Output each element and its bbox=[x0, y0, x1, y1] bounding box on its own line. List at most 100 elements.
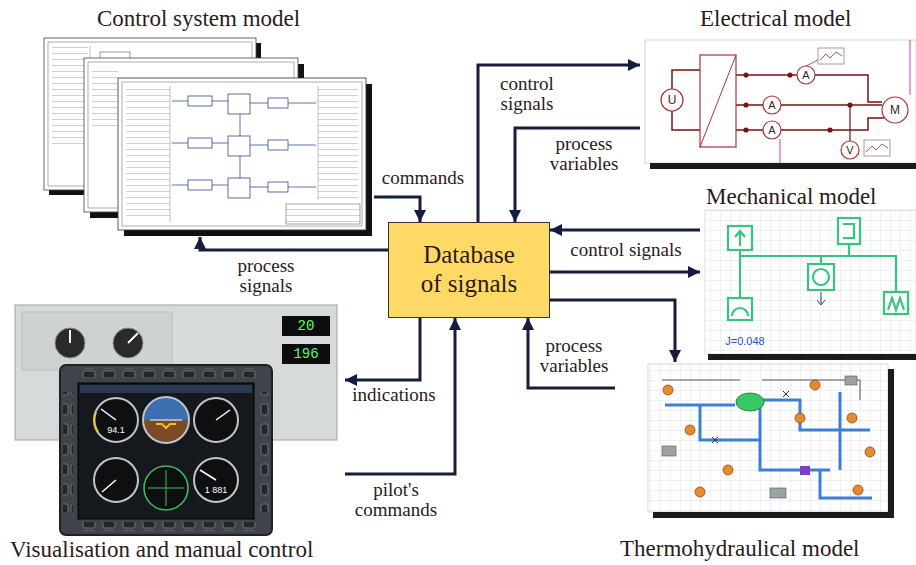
thermohydraulic-scheme bbox=[770, 488, 786, 498]
cockpit-panels bbox=[128, 333, 138, 343]
model-heading: Electrical model bbox=[700, 6, 851, 32]
signal-arrow bbox=[374, 197, 420, 222]
electrical-schematic bbox=[763, 96, 781, 114]
cockpit-panels bbox=[144, 466, 188, 510]
model-panel: Electrical model bbox=[640, 6, 916, 170]
signal-label: process signals bbox=[218, 256, 314, 296]
signal-arrow bbox=[515, 128, 640, 222]
mechanical-scheme bbox=[732, 308, 748, 316]
mechanical-scheme bbox=[817, 292, 825, 305]
model-panel: Mechanical model bbox=[700, 184, 916, 360]
thermohydraulic-scheme bbox=[685, 425, 695, 435]
thermohydraulic-scheme bbox=[648, 364, 888, 512]
mechanical-scheme bbox=[888, 298, 904, 310]
model-heading: Control system model bbox=[97, 6, 300, 32]
model-heading: Thermohydraulical model bbox=[620, 536, 860, 562]
mechanical-scheme bbox=[705, 210, 916, 360]
electrical-schematic bbox=[847, 102, 852, 107]
cockpit-panels bbox=[22, 312, 172, 370]
electrical-schematic bbox=[661, 66, 908, 159]
cockpit-panels bbox=[148, 470, 184, 506]
mechanical-scheme bbox=[705, 210, 916, 354]
symbol-letter: A bbox=[768, 125, 775, 136]
electrical-schematic bbox=[700, 55, 736, 147]
cockpit-panels bbox=[140, 396, 192, 444]
cockpit-panels bbox=[113, 328, 143, 358]
model-heading: Mechanical model bbox=[706, 184, 877, 210]
control-sheets bbox=[228, 94, 250, 114]
display-value: 20 bbox=[298, 319, 315, 333]
gauge-value: 94.1 bbox=[107, 426, 125, 435]
thermohydraulic-scheme bbox=[695, 487, 705, 497]
thermohydraulic-scheme bbox=[662, 446, 676, 456]
control-sheets bbox=[170, 86, 171, 222]
model-panel: Control system model bbox=[44, 6, 374, 237]
thermohydraulic-scheme bbox=[665, 392, 872, 498]
control-sheets bbox=[188, 180, 212, 190]
cockpit-panels bbox=[69, 330, 71, 343]
electrical-schematic bbox=[849, 105, 850, 141]
electrical-schematic bbox=[864, 140, 890, 156]
display-value: 196 bbox=[293, 347, 318, 361]
signal-label: indications bbox=[348, 385, 440, 405]
electrical-schematic bbox=[645, 40, 916, 169]
signal-label: commands bbox=[378, 168, 468, 188]
cockpit-panels bbox=[80, 385, 252, 393]
mechanical-scheme bbox=[843, 224, 854, 238]
thermohydraulic-scheme bbox=[795, 413, 805, 423]
electrical-schematic bbox=[787, 72, 792, 77]
thermohydraulic-scheme bbox=[810, 380, 820, 390]
database-box: Database of signals bbox=[388, 222, 550, 318]
cockpit-panels bbox=[55, 328, 85, 358]
cockpit-panels bbox=[143, 397, 189, 443]
mechanical-scheme bbox=[708, 354, 916, 360]
signal-arrow bbox=[478, 65, 640, 222]
symbol-letter: A bbox=[802, 70, 809, 81]
mechanical-scheme bbox=[838, 218, 860, 244]
thermohydraulic-scheme bbox=[648, 364, 888, 512]
model-panel: Visualisation and manual control bbox=[5, 302, 345, 563]
signal-label: control signals bbox=[560, 240, 692, 260]
control-sheets bbox=[126, 88, 170, 220]
control-sheets bbox=[268, 98, 288, 108]
control-sheets bbox=[52, 46, 88, 146]
symbol-letter: A bbox=[768, 100, 775, 111]
control-sheets bbox=[268, 140, 288, 150]
parameter-value: J=0.048 bbox=[725, 336, 764, 347]
box-title: Database of signals bbox=[415, 241, 523, 299]
electrical-schematic bbox=[882, 97, 908, 123]
mechanical-scheme bbox=[808, 264, 834, 290]
signal-arrow bbox=[345, 318, 420, 380]
mechanical-scheme bbox=[884, 292, 908, 314]
symbol-letter: U bbox=[668, 94, 677, 106]
signal-arrow bbox=[528, 318, 615, 388]
mechanical-scheme bbox=[728, 226, 752, 250]
thermohydraulic-scheme bbox=[648, 364, 894, 518]
signal-arrow bbox=[200, 237, 388, 250]
control-sheets bbox=[318, 86, 358, 198]
cockpit-panels bbox=[282, 316, 330, 336]
cockpit-panels bbox=[82, 522, 262, 532]
control-sheets bbox=[44, 38, 372, 236]
thermohydraulic-scheme bbox=[845, 376, 857, 385]
control-sheets bbox=[318, 86, 319, 200]
electrical-schematic bbox=[818, 48, 844, 64]
control-sheets bbox=[228, 178, 250, 198]
thermohydraulic-scheme bbox=[853, 485, 863, 495]
control-sheets bbox=[118, 78, 366, 230]
mechanical-scheme bbox=[728, 218, 908, 320]
electrical-schematic bbox=[797, 66, 815, 84]
electrical-schematic bbox=[743, 102, 748, 107]
signal-arrow bbox=[345, 318, 455, 474]
signal-arrow bbox=[550, 271, 700, 274]
electrical-schematic bbox=[763, 121, 781, 139]
control-sheets bbox=[92, 66, 118, 126]
mechanical-scheme bbox=[740, 244, 896, 298]
cockpit-panels bbox=[78, 383, 254, 519]
thermohydraulic-scheme bbox=[723, 465, 733, 475]
cockpit-panels bbox=[140, 396, 192, 420]
cockpit-panels bbox=[82, 368, 262, 378]
electrical-schematic bbox=[827, 127, 832, 132]
control-sheets bbox=[188, 138, 212, 148]
signal-label: pilot's commands bbox=[350, 480, 442, 520]
